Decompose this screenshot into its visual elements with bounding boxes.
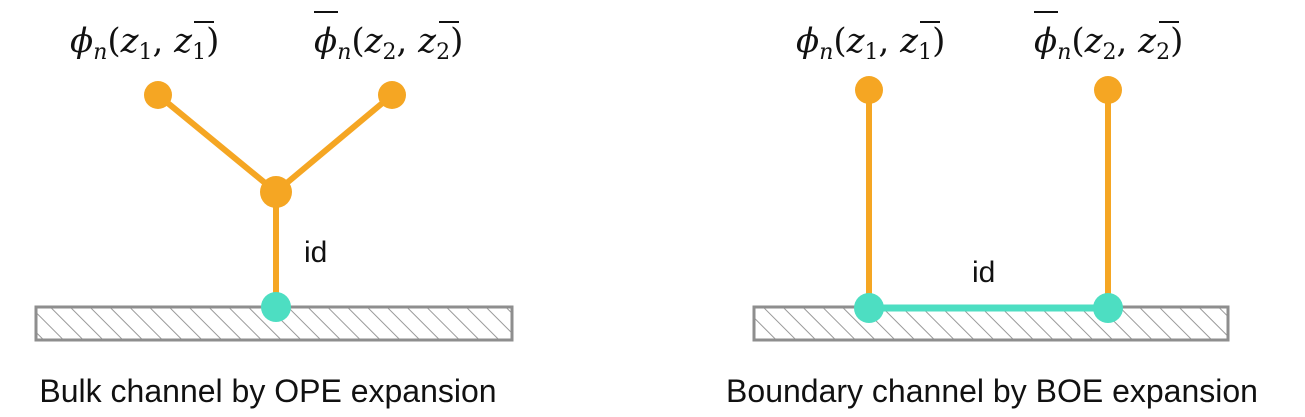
- left-field2-label: ϕn(z2, z2): [314, 21, 463, 65]
- left-node-boundary: [261, 292, 291, 322]
- close-paren: ): [1170, 21, 1183, 61]
- var-zbar: z: [899, 21, 919, 61]
- open-paren: (: [351, 21, 364, 61]
- phi-symbol: ϕ: [1034, 21, 1057, 61]
- right-field1-label: ϕn(z1, z1): [796, 21, 945, 65]
- subscript-1: 1: [918, 40, 932, 65]
- comma: ,: [1117, 21, 1139, 61]
- var-zbar: z: [173, 21, 193, 61]
- close-paren: ): [206, 21, 219, 61]
- open-paren: (: [833, 21, 846, 61]
- subscript-n: n: [93, 40, 107, 65]
- subscript-n: n: [337, 40, 351, 65]
- subscript-2: 2: [436, 40, 450, 65]
- left-edge-field1: [155, 92, 279, 195]
- comma: ,: [397, 21, 419, 61]
- var-zbar: z: [417, 21, 437, 61]
- var-z: z: [846, 21, 866, 61]
- subscript-n: n: [1057, 40, 1071, 65]
- subscript-n: n: [819, 40, 833, 65]
- left-caption: Bulk channel by OPE expansion: [39, 373, 496, 409]
- left-node-field2: [378, 81, 406, 109]
- right-node-boundary2: [1093, 293, 1123, 323]
- left-node-vertex: [260, 176, 292, 208]
- comma: ,: [153, 21, 175, 61]
- var-z: z: [1084, 21, 1104, 61]
- var-z: z: [364, 21, 384, 61]
- phi-symbol: ϕ: [70, 21, 93, 61]
- open-paren: (: [1071, 21, 1084, 61]
- right-boundary: [752, 305, 1230, 342]
- right-caption: Boundary channel by BOE expansion: [726, 373, 1258, 409]
- var-zbar: z: [1137, 21, 1157, 61]
- right-node-boundary1: [854, 293, 884, 323]
- right-node-field1: [855, 76, 883, 104]
- subscript-2: 2: [1103, 40, 1117, 65]
- right-panel: id ϕn(z1, z1) ϕn(z2, z2) Boundary channe…: [726, 11, 1258, 409]
- close-paren: ): [932, 21, 945, 61]
- right-node-field2: [1094, 76, 1122, 104]
- right-edge-label: id: [972, 256, 995, 289]
- left-field1-label: ϕn(z1, z1): [70, 21, 219, 65]
- close-paren: ): [450, 21, 463, 61]
- subscript-1: 1: [139, 40, 153, 65]
- subscript-2: 2: [383, 40, 397, 65]
- phi-symbol: ϕ: [796, 21, 819, 61]
- phi-symbol: ϕ: [314, 21, 337, 61]
- subscript-2: 2: [1156, 40, 1170, 65]
- open-paren: (: [107, 21, 120, 61]
- right-field2-label: ϕn(z2, z2): [1034, 21, 1183, 65]
- subscript-1: 1: [192, 40, 206, 65]
- subscript-1: 1: [865, 40, 879, 65]
- left-node-field1: [144, 81, 172, 109]
- var-z: z: [120, 21, 140, 61]
- left-edge-label: id: [304, 236, 327, 269]
- left-panel: id ϕn(z1, z1) ϕn(z2, z2) Bulk channel by…: [34, 11, 514, 409]
- left-edge-field2: [273, 92, 395, 195]
- comma: ,: [879, 21, 901, 61]
